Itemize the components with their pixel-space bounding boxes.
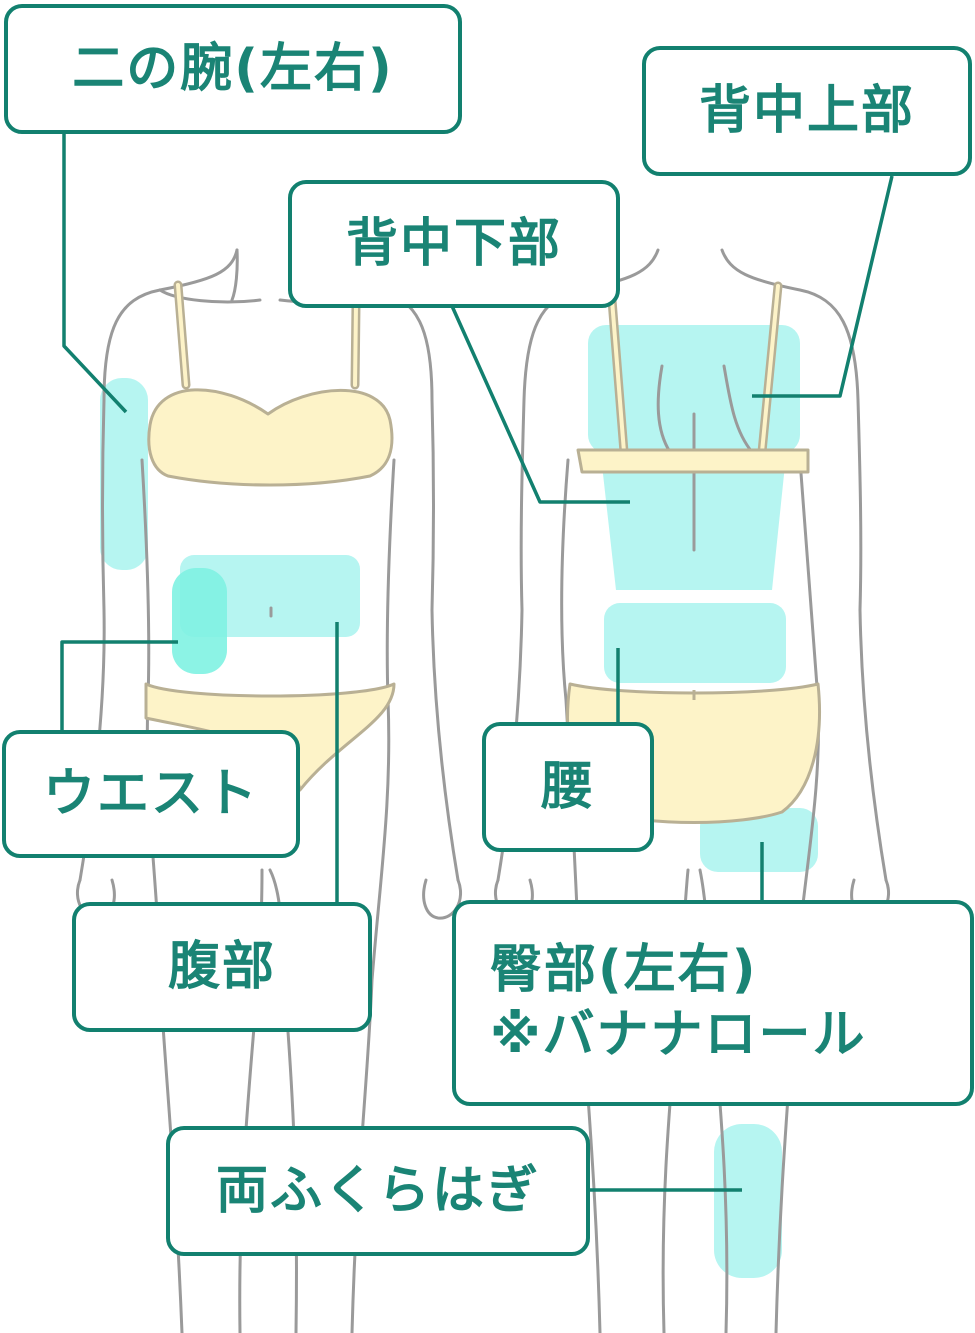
- area-calves: [714, 1124, 782, 1278]
- label-lower-back-text: 背中下部: [345, 213, 562, 274]
- label-calves-text: 両ふくらはぎ: [215, 1160, 540, 1221]
- leader-upper-arm: [62, 130, 128, 414]
- front-shoulder-left: [158, 288, 262, 304]
- label-hips-text: 腰: [540, 756, 595, 817]
- area-buttocks: [700, 808, 818, 872]
- label-waist-text: ウエスト: [42, 763, 259, 824]
- label-upper-back: 背中上部: [642, 46, 972, 176]
- back-bra-band: [576, 448, 810, 474]
- label-lower-back: 背中下部: [288, 180, 620, 308]
- back-shoulderblade-right: [722, 364, 754, 454]
- leader-upper-back: [752, 175, 894, 398]
- front-neck-left: [230, 248, 239, 302]
- back-shoulderblade-left: [656, 364, 672, 454]
- front-hand-right: [422, 878, 462, 920]
- label-buttocks: 臀部(左右) ※バナナロール: [452, 900, 974, 1106]
- front-body-outline: [78, 248, 460, 1333]
- area-upper-arm: [100, 378, 148, 570]
- front-bra: [147, 388, 394, 487]
- label-hips: 腰: [482, 722, 654, 852]
- area-waist: [172, 568, 227, 674]
- label-abdomen-text: 腹部: [167, 936, 276, 997]
- label-buttocks-text: 臀部(左右): [490, 940, 758, 1000]
- label-abdomen: 腹部: [72, 902, 372, 1032]
- label-upper-arm-text: 二の腕(左右): [72, 38, 394, 99]
- label-upper-arm: 二の腕(左右): [4, 4, 462, 134]
- leader-lines: [60, 130, 894, 1192]
- label-buttocks-note: ※バナナロール: [490, 1005, 867, 1065]
- area-hips: [604, 603, 786, 683]
- leader-waist: [60, 640, 178, 730]
- label-calves: 両ふくらはぎ: [166, 1126, 590, 1256]
- area-upper-back: [588, 325, 800, 453]
- front-figure: [76, 248, 462, 1333]
- leader-lower-back: [450, 305, 630, 504]
- label-waist: ウエスト: [2, 730, 300, 858]
- label-upper-back-text: 背中上部: [698, 80, 915, 141]
